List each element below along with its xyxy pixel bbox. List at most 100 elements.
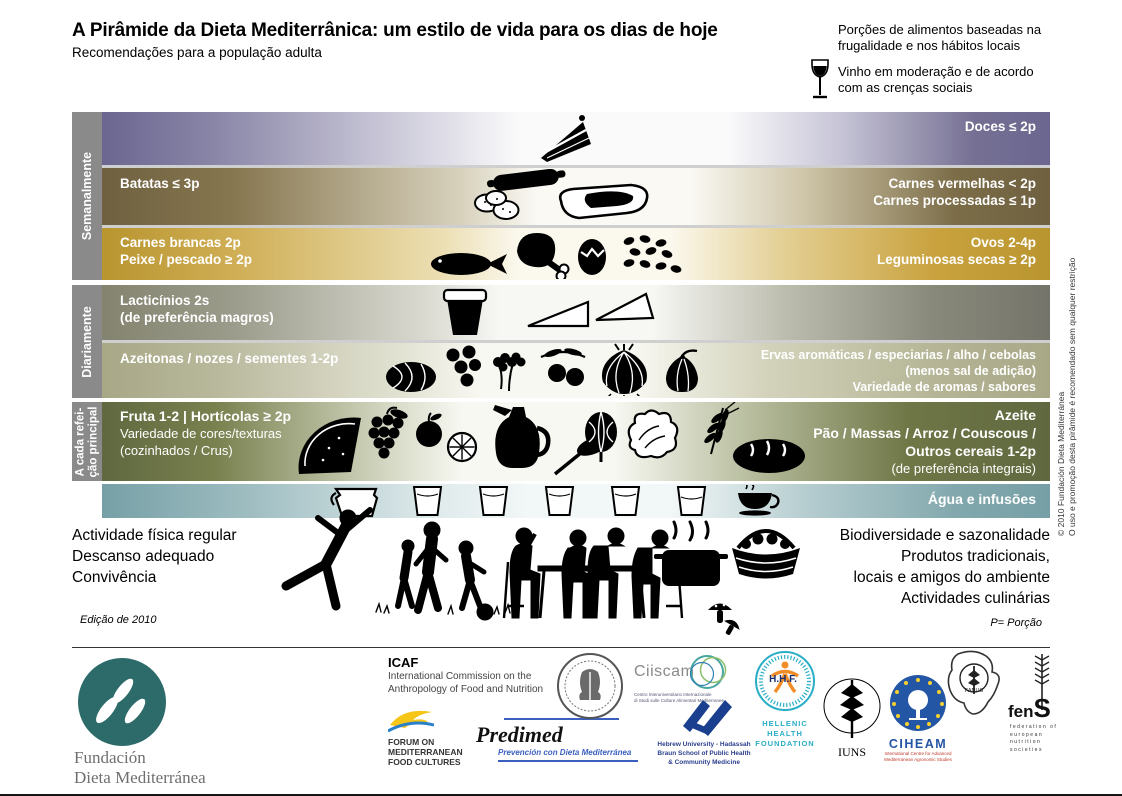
predimed-topline bbox=[504, 718, 619, 720]
water-glass-icon bbox=[544, 486, 575, 516]
lifestyle-right-text: Biodiversidade e sazonalidade Produtos t… bbox=[839, 527, 1050, 607]
artichoke-icon bbox=[585, 411, 617, 462]
cake-slice-icon bbox=[541, 115, 591, 162]
predimed-bottomline bbox=[498, 760, 638, 762]
band-carnes-vermelhas: Batatas ≤ 3p Carnes vermelhas < 2p Carne… bbox=[102, 168, 1050, 225]
ciiscam-circles-icon bbox=[690, 655, 727, 689]
copyright-note: © 2010 Fundación Dieta Mediterránea O us… bbox=[1056, 257, 1077, 536]
seated-person-icon bbox=[502, 527, 541, 619]
wine-glass-icon bbox=[811, 59, 829, 99]
fdm-logo bbox=[78, 658, 166, 751]
exercising-person-icon bbox=[281, 507, 373, 611]
band-carnes-right-label: Carnes vermelhas < 2p Carnes processadas… bbox=[873, 176, 1036, 209]
iuns-logo: IUNS bbox=[822, 676, 882, 760]
egg-icon bbox=[578, 239, 606, 275]
protein-icons bbox=[431, 233, 682, 279]
band-ervas-right-label: Ervas aromáticas / especiarias / alho / … bbox=[760, 348, 1036, 394]
fens-logo: fenS federation of european nutrition so… bbox=[1008, 654, 1062, 754]
water-glass-icon bbox=[412, 486, 443, 516]
portions-note: Porções de alimentos baseadas na frugali… bbox=[838, 22, 1042, 53]
band-fruta-left-label: Fruta 1-2 | Hortícolas ≥ 2p Variedade de… bbox=[120, 408, 292, 458]
forum-bird-icon bbox=[387, 710, 435, 733]
water-glass-icon bbox=[478, 486, 509, 516]
chicken-leg-icon bbox=[517, 233, 570, 279]
lifestyle-silhouettes bbox=[281, 507, 800, 635]
section-diariamente: Diariamente bbox=[72, 285, 102, 398]
water-glass-icon bbox=[610, 486, 641, 516]
band-agua: Água e infusões bbox=[102, 484, 1050, 518]
icaf-logo: ICAF International Commission on the Ant… bbox=[388, 655, 544, 695]
band-doces-right-label: Doces ≤ 2p bbox=[964, 119, 1036, 134]
band-agua-right-label: Água e infusões bbox=[927, 491, 1036, 507]
seated-person-icon bbox=[587, 527, 626, 619]
section-cada-refeicao: A cada refei- ção principal bbox=[72, 402, 102, 481]
fruit-veg-icons bbox=[298, 402, 805, 476]
people-at-table-icon bbox=[502, 527, 684, 619]
steak-icon bbox=[558, 183, 649, 220]
forum-logo: FORUM ON MEDITERRANEAN FOOD CULTURES bbox=[387, 705, 468, 767]
hebrew-university-logo: Hebrew University - Hadassah Braun Schoo… bbox=[652, 698, 756, 767]
melon-icon bbox=[386, 362, 436, 392]
band-azeitonas: Azeitonas / nozes / sementes 1-2p Ervas … bbox=[102, 343, 1050, 398]
wine-note: Vinho em moderação e de acordo com as cr… bbox=[838, 64, 1034, 95]
band-fruta-cereais: Fruta 1-2 | Hortícolas ≥ 2p Variedade de… bbox=[102, 402, 1050, 481]
wheat-icon bbox=[704, 402, 740, 455]
page-title: A Pirâmide da Dieta Mediterrânica: um es… bbox=[72, 20, 718, 41]
fanus-logo: FANUS bbox=[936, 650, 1004, 725]
band-doces: Doces ≤ 2p bbox=[102, 112, 1050, 165]
band-lacticinios: Lacticínios 2s (de preferência magros) bbox=[102, 285, 1050, 340]
garlic-icon bbox=[666, 349, 698, 392]
cheese-wedge-icon bbox=[595, 292, 655, 322]
band-separator bbox=[102, 340, 1050, 343]
section-label-semanalmente: Semanalmente bbox=[80, 151, 95, 241]
hhf-emblem-icon bbox=[755, 651, 815, 711]
fens-wheat-icon bbox=[1034, 654, 1050, 710]
section-semanalmente: Semanalmente bbox=[72, 112, 102, 280]
fdm-leaves-icon bbox=[78, 658, 166, 746]
page-subtitle: Recomendações para a população adulta bbox=[72, 45, 322, 60]
section-label-cada-refeicao: A cada refei- ção principal bbox=[74, 406, 99, 477]
iuns-wheat-icon bbox=[823, 678, 881, 738]
beans-icon bbox=[623, 235, 682, 273]
hhf-logo: H.H.F. HELLENIC HEALTH FOUNDATION bbox=[752, 650, 818, 748]
olives-icon bbox=[540, 348, 586, 386]
fdm-name: Fundación Dieta Mediterránea bbox=[74, 748, 206, 788]
fanus-label: FANUS bbox=[965, 688, 984, 694]
grapes-icon bbox=[368, 406, 408, 459]
band-carnes-left-label: Batatas ≤ 3p bbox=[120, 176, 200, 191]
predimed-logo: Predimed Prevención con Dieta Mediterrán… bbox=[476, 718, 648, 762]
edition-note: Edição de 2010 bbox=[80, 614, 157, 626]
band-ovos-left-label: Carnes brancas 2p Peixe / pescado ≥ 2p bbox=[120, 235, 252, 268]
band-lacticinios-left-label: Lacticínios 2s (de preferência magros) bbox=[120, 293, 274, 326]
footer-divider bbox=[72, 647, 1050, 648]
hebrew-university-icon bbox=[683, 700, 732, 736]
sausage-icon bbox=[487, 169, 566, 191]
herbal-tea-cup-icon bbox=[738, 485, 780, 516]
onion-icon bbox=[601, 343, 647, 396]
band-separator bbox=[102, 165, 1050, 168]
band-ovos-right-label: Ovos 2-4p Leguminosas secas ≥ 2p bbox=[877, 235, 1036, 268]
nuts-herbs-icons bbox=[386, 343, 698, 396]
seated-person-icon bbox=[561, 529, 593, 619]
water-glass-icon bbox=[676, 486, 707, 516]
family-playing-icon bbox=[375, 521, 511, 621]
band-ovos: Carnes brancas 2p Peixe / pescado ≥ 2p O… bbox=[102, 228, 1050, 280]
portion-abbreviation-note: P= Porção bbox=[990, 617, 1042, 629]
dairy-icons bbox=[442, 288, 655, 335]
section-label-diariamente: Diariamente bbox=[80, 305, 94, 378]
meat-icons bbox=[474, 169, 649, 220]
lifestyle-left-text: Actividade física regular Descanso adequ… bbox=[72, 527, 237, 586]
bread-icon bbox=[733, 439, 805, 473]
pyramid-diagram: Semanalmente Diariamente A cada refei- ç… bbox=[72, 112, 1050, 518]
hazelnuts-icon bbox=[446, 345, 481, 387]
lettuce-icon bbox=[627, 409, 679, 459]
parsley-icon bbox=[493, 352, 526, 392]
band-separator bbox=[102, 225, 1050, 228]
fish-icon bbox=[431, 253, 507, 275]
cooking-pot-icon bbox=[654, 520, 728, 586]
seated-person-icon bbox=[631, 529, 684, 619]
fanus-africa-icon: FANUS bbox=[947, 650, 1000, 715]
band-azeitonas-left-label: Azeitonas / nozes / sementes 1-2p bbox=[120, 351, 339, 366]
mushrooms-icon bbox=[708, 603, 740, 635]
